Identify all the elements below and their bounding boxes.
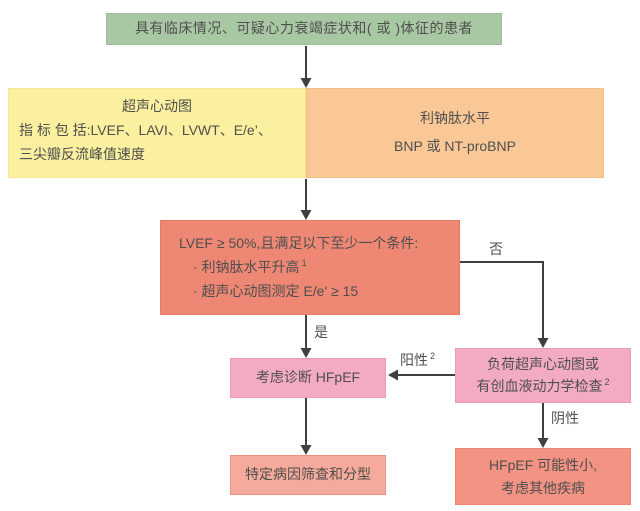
criteria-bullet1-text: · 利钠肽水平升高 <box>193 258 300 275</box>
echo-indicators-line2: 三尖瓣反流峰值速度 <box>19 145 145 162</box>
natriuretic-peptide-box: 利钠肽水平 BNP 或 NT-proBNP <box>306 88 604 178</box>
arrow-yes-to-diagnose <box>300 315 312 358</box>
natriuretic-title: 利钠肽水平 <box>420 110 490 127</box>
consider-hfpef-text: 考虑诊断 HFpEF <box>255 369 361 386</box>
hfpef-unlikely-box: HFpEF 可能性小, 考虑其他疾病 <box>455 448 631 505</box>
stress-footnote: 2 <box>604 376 610 387</box>
echocardiogram-box: 超声心动图 指 标 包 括:LVEF、LAVI、LVWT、E/e’、 三尖瓣反流… <box>8 88 306 178</box>
unlikely-line1: HFpEF 可能性小, <box>488 457 598 474</box>
echo-indicators-line1: 指 标 包 括:LVEF、LAVI、LVWT、E/e’、 <box>19 121 272 138</box>
edge-label-positive-text: 阳性 <box>400 352 428 368</box>
stress-line1: 负荷超声心动图或 <box>487 355 599 372</box>
arrow-no-to-stress <box>460 261 549 348</box>
arrow-diagnose-to-etiology <box>300 398 312 455</box>
criteria-condition: LVEF ≥ 50%,且满足以下至少一个条件: <box>179 235 419 251</box>
echo-title: 超声心动图 <box>122 98 192 114</box>
criteria-bullet1-footnote: 1 <box>301 258 307 269</box>
arrow-tests-to-criteria <box>300 179 312 220</box>
arrow-positive-to-diagnose <box>388 369 455 381</box>
start-text: 具有临床情况、可疑心力衰竭症状和( 或 )体征的患者 <box>134 20 474 37</box>
etiology-screening-box: 特定病因筛查和分型 <box>230 455 386 495</box>
edge-label-negative: 阴性 <box>551 410 579 426</box>
criteria-bullet-echo: · 超声心动图测定 E/e' ≥ 15 <box>193 282 359 299</box>
edge-label-positive-footnote: 2 <box>430 351 436 362</box>
etiology-text: 特定病因筛查和分型 <box>245 466 371 483</box>
consider-hfpef-box: 考虑诊断 HFpEF <box>230 358 386 398</box>
natriuretic-line1: BNP 或 NT-proBNP <box>394 138 516 154</box>
edge-label-no: 否 <box>489 241 503 257</box>
edge-label-yes: 是 <box>314 324 328 340</box>
stress-line2-text: 有创血液动力学检查 <box>476 377 603 394</box>
start-box: 具有临床情况、可疑心力衰竭症状和( 或 )体征的患者 <box>106 13 502 45</box>
arrow-start-to-tests <box>300 46 312 88</box>
arrow-negative-to-unlikely <box>537 403 549 448</box>
unlikely-line2: 考虑其他疾病 <box>501 479 585 496</box>
